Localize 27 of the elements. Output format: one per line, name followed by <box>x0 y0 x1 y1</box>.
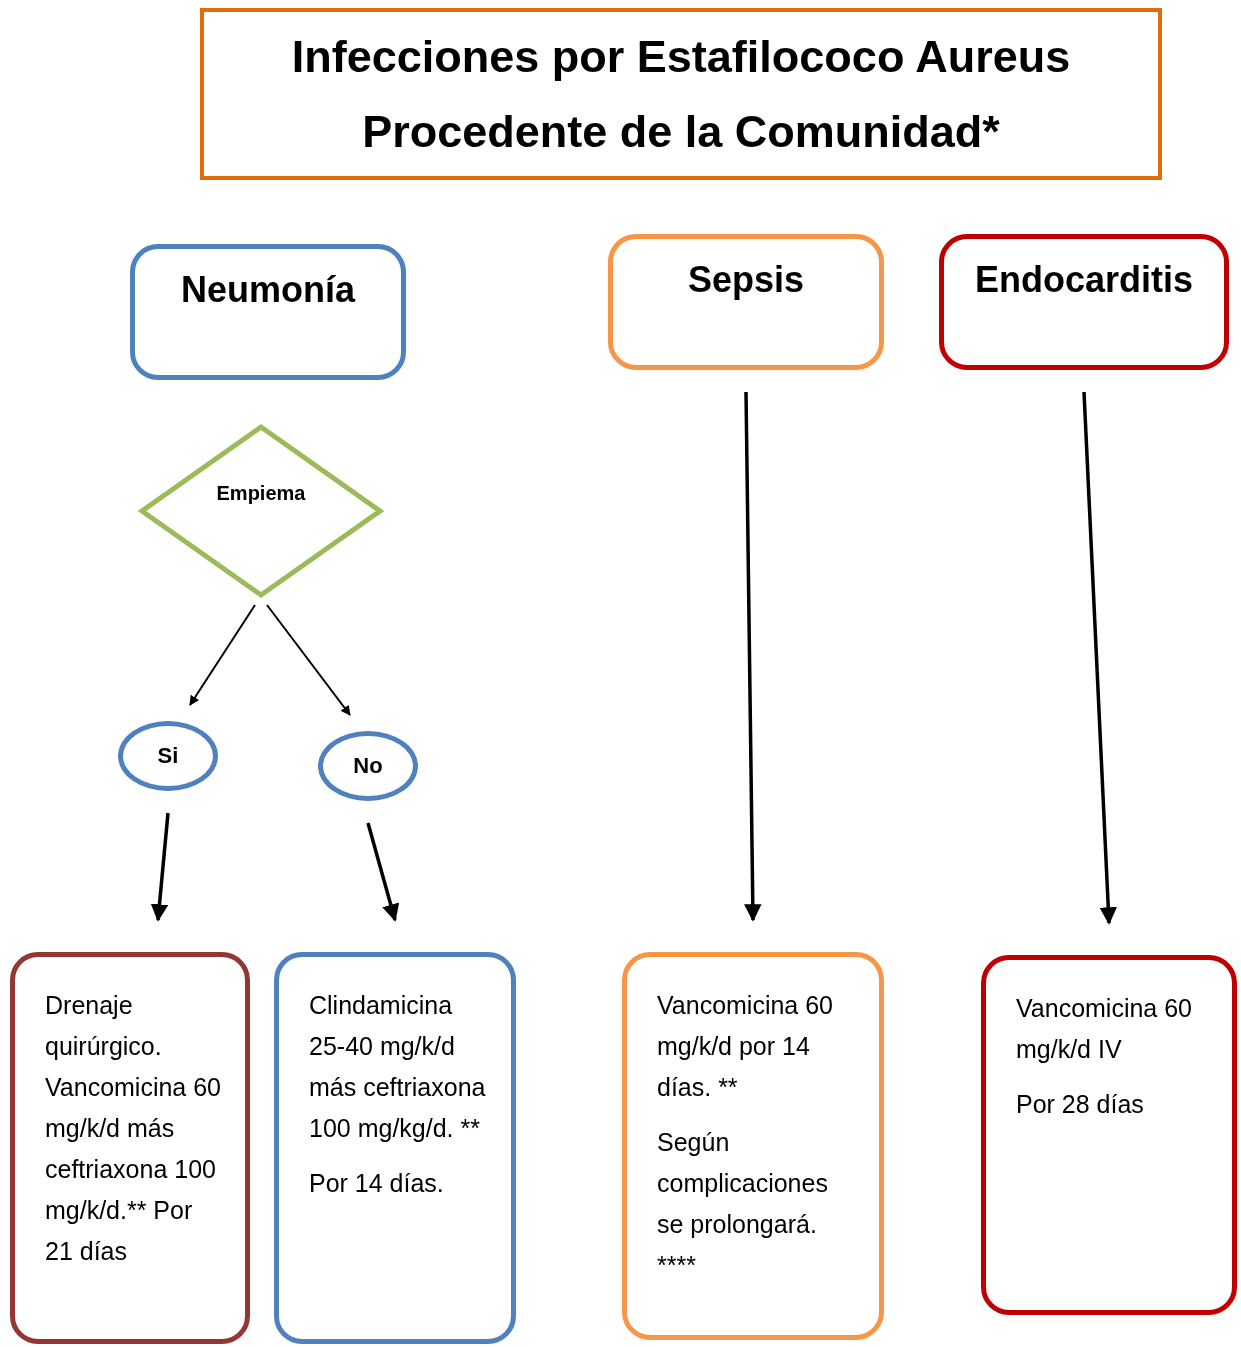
arrow <box>189 604 256 706</box>
arrow <box>1082 391 1117 925</box>
treatment-box <box>274 952 516 1344</box>
arrow <box>366 822 400 922</box>
answer-label: Si <box>157 743 179 769</box>
title-banner: Infecciones por Estafilococo Aureus Procedente de la Comunidad* <box>200 8 1162 180</box>
treatment-text: Por 14 días. <box>309 1168 444 1199</box>
treatment-text: Por 28 días <box>1016 1089 1144 1120</box>
treatment-box <box>622 952 884 1340</box>
category-label: Neumonía <box>181 269 355 311</box>
decision-label: Empiema <box>216 481 306 505</box>
treatment-box <box>981 955 1237 1315</box>
category-label: Endocarditis <box>974 259 1193 301</box>
answer-label: No <box>353 753 383 779</box>
category-box <box>608 234 884 370</box>
treatment-text: Drenaje quirúrgico. Vancomicina 60 mg/k/d más ceftriaxona 100 mg/k/d.** Por 21 días <box>45 990 223 1267</box>
category-box <box>130 244 406 380</box>
treatment-text: Según complicaciones se prolongará. **** <box>657 1127 829 1281</box>
arrow <box>744 391 762 922</box>
arrow <box>266 604 351 716</box>
category-label: Sepsis <box>687 259 805 301</box>
treatment-text: Vancomicina 60 mg/k/d por 14 días. ** <box>657 990 835 1103</box>
treatment-text: Vancomicina 60 mg/k/d IV <box>1016 993 1194 1065</box>
category-box <box>939 234 1229 370</box>
treatment-text: Clindamicina 25-40 mg/k/d más ceftriaxona 100 mg/kg/d. ** <box>309 990 487 1144</box>
treatment-box <box>10 952 250 1344</box>
arrow <box>150 812 170 922</box>
